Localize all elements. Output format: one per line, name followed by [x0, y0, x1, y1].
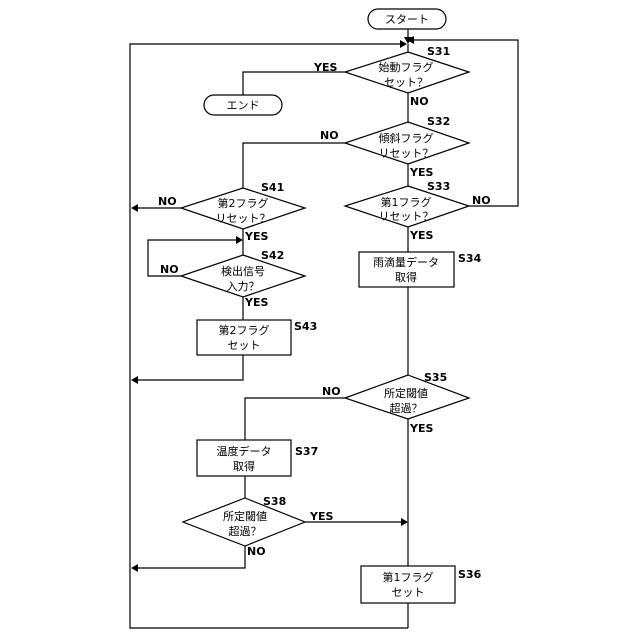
- s32-line2: リセット？: [379, 147, 434, 160]
- s31-no-label: NO: [410, 95, 429, 108]
- start-text: スタート: [385, 13, 429, 26]
- s31-yes-label: YES: [313, 61, 337, 74]
- s43-step: S43: [294, 320, 317, 333]
- s38-step: S38: [263, 495, 286, 508]
- process-s37: 温度データ 取得 S37: [197, 440, 318, 476]
- s36-line1: 第1フラグ: [383, 570, 434, 584]
- s31-step: S31: [427, 45, 450, 58]
- s38-line1: 所定閾値: [223, 509, 267, 523]
- s41-step: S41: [261, 181, 284, 194]
- s37-line2: 取得: [233, 460, 255, 473]
- s35-line2: 超過？: [390, 401, 423, 415]
- s31-line2: セット？: [384, 76, 428, 89]
- s32-step: S32: [427, 115, 450, 128]
- s34-step: S34: [458, 252, 482, 265]
- s41-line1: 第2フラグ: [218, 196, 269, 210]
- s38-yes-label: YES: [309, 510, 333, 523]
- decision-s31: 始動フラグ セット？ S31: [345, 45, 469, 93]
- s35-line1: 所定閾値: [384, 386, 428, 400]
- s35-no-label: NO: [322, 385, 341, 398]
- end-terminal: エンド: [204, 95, 282, 115]
- end-text: エンド: [227, 99, 260, 112]
- s42-line1: 検出信号: [221, 264, 265, 278]
- process-s43: 第2フラグ セット S43: [197, 320, 317, 355]
- s36-step: S36: [458, 568, 482, 581]
- s33-step: S33: [427, 180, 450, 193]
- connectors: [130, 29, 518, 628]
- process-s34: 雨滴量データ 取得 S34: [359, 252, 482, 287]
- s32-yes-label: YES: [409, 166, 433, 179]
- s42-line2: 入力？: [227, 280, 260, 293]
- s41-no-label: NO: [158, 195, 177, 208]
- s41-yes-label: YES: [244, 230, 268, 243]
- s33-no-label: NO: [472, 194, 491, 207]
- s33-line2: リセット？: [379, 210, 434, 223]
- s42-no-label: NO: [160, 263, 179, 276]
- s42-yes-label: YES: [244, 296, 268, 309]
- s36-line2: セット: [392, 586, 425, 599]
- s43-line1: 第2フラグ: [219, 323, 270, 337]
- decision-s38: 所定閾値 超過？ S38: [183, 495, 305, 546]
- decision-s35: 所定閾値 超過？ S35: [345, 371, 469, 419]
- start-terminal: スタート: [368, 9, 446, 29]
- s38-line2: 超過？: [229, 524, 262, 538]
- decision-s41: 第2フラグ リセット？ S41: [181, 181, 305, 229]
- s33-yes-label: YES: [409, 229, 433, 242]
- s37-line1: 温度データ: [217, 444, 272, 458]
- s35-step: S35: [424, 371, 447, 384]
- s32-line1: 傾斜フラグ: [379, 131, 434, 145]
- s38-no-label: NO: [247, 545, 266, 558]
- s43-line2: セット: [228, 339, 261, 352]
- s31-line1: 始動フラグ: [379, 60, 434, 74]
- s32-no-label: NO: [320, 129, 339, 142]
- s35-yes-label: YES: [409, 422, 433, 435]
- s37-step: S37: [295, 445, 318, 458]
- s34-line1: 雨滴量データ: [373, 255, 439, 269]
- decision-s42: 検出信号 入力？ S42: [181, 249, 305, 297]
- s34-line2: 取得: [395, 271, 417, 284]
- decision-s32: 傾斜フラグ リセット？ S32: [345, 115, 469, 164]
- s42-step: S42: [261, 249, 284, 262]
- s33-line1: 第1フラグ: [381, 195, 432, 209]
- decision-s33: 第1フラグ リセット？ S33: [345, 180, 469, 227]
- s41-line2: リセット？: [216, 212, 271, 225]
- process-s36: 第1フラグ セット S36: [361, 566, 482, 603]
